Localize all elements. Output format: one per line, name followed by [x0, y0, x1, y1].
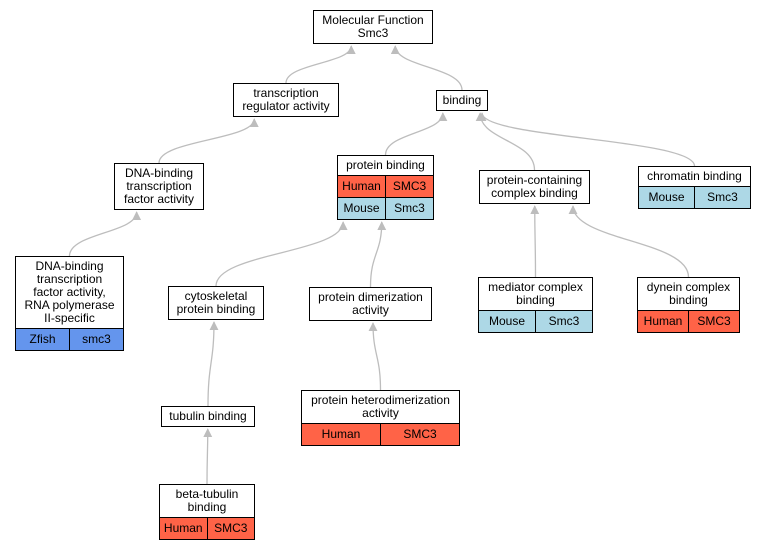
node-label-line: beta-tubulin — [175, 487, 239, 501]
node-label-line: mediator complex — [488, 280, 583, 294]
edge-med-to-pccb — [530, 205, 540, 278]
edge-btub-to-tub — [203, 428, 213, 485]
gene-cell: smc3 — [69, 329, 123, 350]
gene-cell: SMC3 — [385, 176, 433, 197]
gene-cell: SMC3 — [688, 311, 739, 332]
edge-pdim-to-pb — [369, 221, 387, 288]
gene-cell: SMC3 — [380, 424, 459, 445]
node-label-line: binding — [669, 293, 708, 307]
node-label-line: cytoskeletal — [184, 289, 248, 303]
edge-pccb-to-binding — [475, 112, 536, 171]
species-cell: Human — [338, 176, 385, 197]
edge-phet-to-pdim — [368, 322, 382, 391]
node-binding[interactable]: binding — [436, 90, 488, 111]
species-cell: Human — [638, 311, 688, 332]
gene-cell: Smc3 — [385, 198, 433, 219]
edge-pb-to-binding — [384, 112, 448, 156]
edge-binding-to-mf — [390, 45, 463, 91]
node-label-line: regulator activity — [242, 99, 330, 113]
node-label-line: Smc3 — [357, 26, 389, 40]
node-label-line: factor activity, — [33, 285, 106, 299]
node-label-line: protein binding — [176, 302, 256, 316]
species-cell: Human — [160, 518, 207, 539]
node-label-line: activity — [352, 303, 389, 317]
node-chromatin-binding[interactable]: chromatin binding Mouse Smc3 — [638, 166, 751, 209]
species-cell: Mouse — [639, 187, 694, 208]
node-label-line: transcription — [36, 272, 103, 286]
node-label-line: Molecular Function — [322, 13, 424, 27]
node-label-line: complex binding — [491, 186, 578, 200]
edge-chrom-to-binding — [477, 112, 696, 167]
species-cell: Mouse — [338, 198, 385, 219]
gene-cell: Smc3 — [535, 311, 592, 332]
node-label-line: protein heterodimerization — [311, 393, 450, 407]
edge-tub-to-cyto — [207, 321, 219, 407]
node-label-line: transcription — [126, 179, 192, 193]
annotation-row-human: Human SMC3 — [338, 175, 433, 197]
node-tubulin-binding[interactable]: tubulin binding — [161, 406, 255, 427]
gene-cell: Smc3 — [694, 187, 750, 208]
edge-dbtf-to-tra — [158, 118, 259, 164]
edge-cyto-to-pb — [215, 221, 348, 287]
gene-cell: SMC3 — [206, 518, 254, 539]
annotation-row-human: Human SMC3 — [302, 423, 459, 445]
node-label-line: DNA-binding — [35, 259, 104, 273]
node-label-line: binding — [187, 500, 227, 514]
annotation-row-human: Human SMC3 — [638, 310, 739, 332]
annotation-row-mouse: Mouse Smc3 — [479, 310, 592, 332]
node-label-line: activity — [362, 406, 399, 420]
annotation-row-mouse: Mouse Smc3 — [639, 186, 750, 208]
node-label-line: transcription — [253, 86, 319, 100]
species-cell: Human — [302, 424, 380, 445]
species-cell: Mouse — [479, 311, 535, 332]
node-label-line: protein dimerization — [318, 290, 423, 304]
species-cell: Zfish — [16, 329, 69, 350]
node-label-line: factor activity — [123, 192, 195, 206]
node-protein-binding[interactable]: protein binding Human SMC3 Mouse Smc3 — [337, 155, 434, 220]
node-label-line: chromatin binding — [647, 169, 742, 183]
node-label-line: binding — [442, 93, 482, 107]
edge-tra-to-mf — [285, 45, 356, 84]
node-label-line: tubulin binding — [169, 409, 247, 423]
edge-dyn-to-pccb — [568, 205, 690, 278]
edge-dbtf2-to-dbtf — [68, 211, 142, 257]
annotation-row-zfish: Zfish smc3 — [16, 328, 123, 350]
node-label-line: dynein complex — [646, 280, 731, 294]
node-label-line: II-specific — [44, 311, 95, 325]
node-label-line: RNA polymerase — [24, 298, 115, 312]
node-label-line: protein binding — [346, 158, 425, 172]
node-label-line: binding — [516, 293, 555, 307]
annotation-row-human: Human SMC3 — [160, 517, 254, 539]
annotation-row-mouse: Mouse Smc3 — [338, 197, 433, 219]
node-label-line: DNA-binding — [124, 166, 194, 180]
node-label-line: protein-containing — [486, 173, 583, 187]
